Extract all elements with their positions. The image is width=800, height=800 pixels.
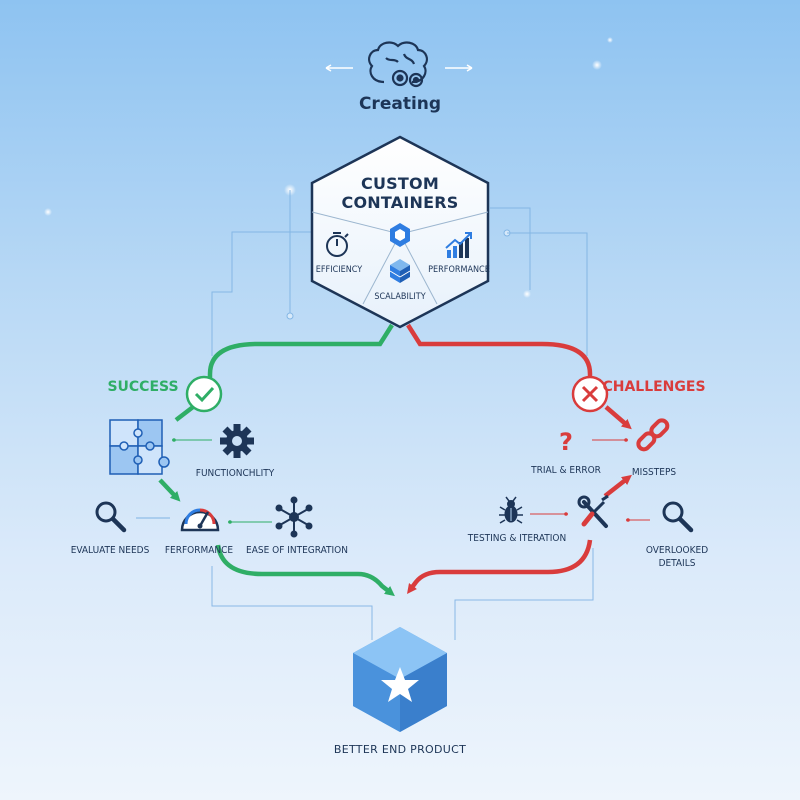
challenge-path-bottom xyxy=(407,539,593,594)
hub-label-scalability: SCALABILITY xyxy=(374,292,426,302)
success-path-to-puzzle xyxy=(174,405,195,422)
label-missteps: MISSTEPS xyxy=(631,467,677,478)
hub-title-line1: CUSTOM xyxy=(361,174,439,193)
tools-icon xyxy=(577,494,609,528)
broken-link-icon xyxy=(636,418,670,452)
top-side-arrows xyxy=(325,64,473,72)
label-testing-iteration: TESTING & ITERATION xyxy=(467,533,567,544)
sparkles xyxy=(44,37,613,298)
label-overlooked-line2: DETAILS xyxy=(658,558,696,569)
gear-icon xyxy=(220,424,254,458)
search-icon-right xyxy=(662,501,694,533)
challenge-path-to-missteps xyxy=(603,474,632,498)
label-functionality: FUNCTIONCHLITY xyxy=(195,468,275,479)
star-box-icon xyxy=(353,627,447,732)
connector-dot xyxy=(564,512,568,516)
connector-dot xyxy=(228,520,232,524)
checkmark-icon xyxy=(185,375,223,413)
connector-dot xyxy=(624,438,628,442)
hub-title-line2: CONTAINERS xyxy=(341,193,459,212)
challenges-title: CHALLENGES xyxy=(602,379,706,395)
hub-label-efficiency: EFFICIENCY xyxy=(315,265,363,275)
question-mark-icon: ? xyxy=(559,428,573,456)
label-overlooked-line1: OVERLOOKED xyxy=(645,545,709,556)
network-icon xyxy=(275,496,313,538)
end-title: BETTER END PRODUCT xyxy=(333,743,467,756)
bug-icon xyxy=(499,496,523,524)
connector-dot xyxy=(626,518,630,522)
puzzle-icon xyxy=(109,419,170,475)
x-icon xyxy=(571,375,609,413)
gauge-icon xyxy=(180,508,220,532)
search-icon-left xyxy=(95,501,127,533)
success-path-top xyxy=(207,323,394,382)
label-evaluate-needs: EVALUATE NEEDS xyxy=(70,545,150,556)
label-ease-of-integration: EASE OF INTEGRATION xyxy=(246,545,348,556)
label-trial-and-error: TRIAL & ERROR xyxy=(531,465,601,476)
brain-gears-icon xyxy=(368,41,428,88)
stopwatch-icon xyxy=(326,232,349,257)
connector-dot xyxy=(172,438,176,442)
success-path-bottom xyxy=(215,544,395,597)
hub-title: CUSTOM CONTAINERS xyxy=(342,174,459,212)
growth-chart-icon xyxy=(445,232,472,258)
hexagon-icon xyxy=(390,223,410,247)
hub-label-performance: PERFORMANCE xyxy=(428,265,490,275)
connector-lines xyxy=(211,190,594,640)
success-path-to-gauge xyxy=(158,478,181,502)
challenge-path-to-link xyxy=(604,405,632,430)
label-overlooked-details: OVERLOOKED DETAILS xyxy=(646,544,708,570)
success-title: SUCCESS xyxy=(107,379,179,395)
cube-stack-icon xyxy=(389,259,411,283)
top-title: Creating xyxy=(358,94,442,114)
label-performance: FERFORMANCE xyxy=(164,545,234,556)
challenge-path-top xyxy=(406,323,593,382)
